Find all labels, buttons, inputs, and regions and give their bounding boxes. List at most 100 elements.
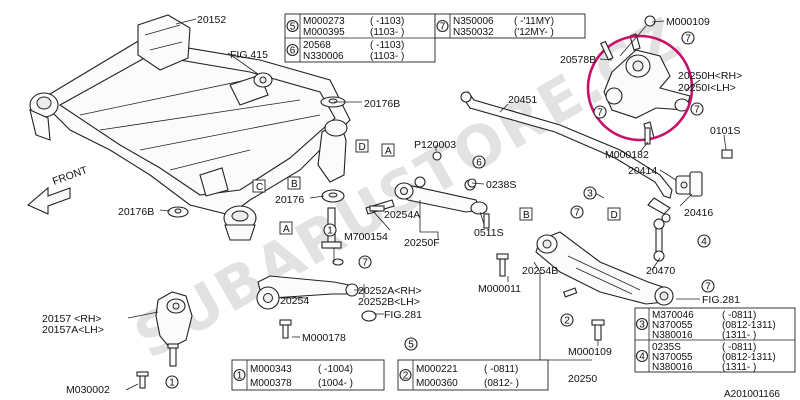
svg-text:M000395: M000395 (303, 27, 345, 38)
trailing-link-20252a (256, 275, 377, 322)
svg-text:(0812-1311): (0812-1311) (722, 320, 776, 331)
callout-1-bracket: 1 (165, 375, 179, 389)
label-m000182: M000182 (605, 149, 649, 161)
label-20252a: 20252A<RH> (358, 285, 422, 297)
svg-text:M370046: M370046 (652, 310, 694, 321)
label-20250f: 20250F (404, 237, 440, 249)
svg-text:M000343: M000343 (250, 364, 292, 375)
leader-lines (125, 18, 727, 391)
svg-text:A: A (385, 146, 392, 157)
label-m000178: M000178 (302, 332, 346, 344)
bolt-m030002 (136, 371, 149, 389)
svg-text:5: 5 (408, 340, 414, 351)
svg-text:N380016: N380016 (652, 362, 693, 373)
svg-text:A: A (283, 224, 290, 235)
svg-text:4: 4 (639, 352, 645, 363)
label-20250i: 20250I<LH> (678, 82, 736, 94)
svg-text:(1311- ): (1311- ) (722, 330, 756, 341)
callout-7-top-right: 7 (681, 31, 695, 45)
svg-text:( -0811): ( -0811) (484, 364, 518, 375)
label-0101s: 0101S (710, 125, 740, 137)
label-m700154: M700154 (344, 231, 388, 243)
label-20176b-left: 20176B (118, 206, 154, 218)
label-m030002: M030002 (66, 384, 110, 396)
callout-7-arm-left: 7 (593, 105, 607, 119)
svg-text:M000360: M000360 (416, 378, 458, 389)
label-20470: 20470 (646, 265, 675, 277)
bolt-m700154 (369, 205, 385, 212)
front-arrow: FRONT (26, 164, 90, 215)
nut-0511s (483, 213, 490, 229)
label-m000011: M000011 (478, 283, 521, 295)
ref-box-a-left: A (279, 221, 293, 235)
svg-text:M000378: M000378 (250, 378, 292, 389)
svg-text:2: 2 (564, 316, 570, 327)
svg-text:N380016: N380016 (652, 330, 693, 341)
svg-text:(1103- ): (1103- ) (370, 27, 404, 38)
svg-text:20568: 20568 (303, 40, 331, 51)
svg-text:6: 6 (290, 46, 296, 57)
svg-text:(0812-1311): (0812-1311) (722, 352, 776, 363)
svg-text:( -0811): ( -0811) (722, 342, 756, 353)
label-fig281-mid: FIG.281 (384, 309, 422, 321)
svg-text:M000221: M000221 (416, 364, 458, 375)
label-m000109-top: M000109 (666, 16, 710, 28)
callout-7-arm-right: 7 (690, 102, 704, 116)
svg-text:B: B (291, 179, 298, 190)
table-right: 3 4 M370046 ( -0811) N370055 (0812-1311)… (634, 307, 796, 373)
callout-2-lower-arm: 2 (560, 313, 574, 327)
label-20157a: 20157A<LH> (42, 324, 104, 336)
label-20250h: 20250H<RH> (678, 70, 742, 82)
label-20451: 20451 (508, 94, 537, 106)
label-20157: 20157 <RH> (42, 313, 102, 325)
bolt-bottom-left-arm (562, 287, 578, 298)
label-20254: 20254 (280, 295, 309, 307)
svg-text:(1311- ): (1311- ) (722, 362, 756, 373)
nut-0101s (721, 149, 733, 159)
label-20250: 20250 (568, 373, 597, 385)
label-0511s: 0511S (474, 227, 504, 239)
svg-text:7: 7 (574, 208, 580, 219)
svg-text:2: 2 (403, 371, 409, 382)
svg-text:(1103- ): (1103- ) (370, 51, 404, 62)
svg-text:('12MY- ): ('12MY- ) (514, 27, 554, 38)
svg-text:7: 7 (362, 258, 368, 269)
svg-text:7: 7 (694, 105, 700, 116)
svg-text:7: 7 (440, 22, 446, 33)
callout-7-subframe: 7 (358, 255, 372, 269)
bolt-m000109-bottom (591, 319, 605, 341)
svg-text:N330006: N330006 (303, 51, 344, 62)
bushing-20176b-left (167, 206, 189, 218)
front-label: FRONT (51, 164, 90, 188)
table-bottom-2: 2 M000221 ( -0811) M000360 (0812- ) (397, 359, 549, 391)
svg-text:(1004- ): (1004- ) (318, 378, 353, 389)
lower-arm-20250 (535, 231, 674, 306)
svg-text:( -0811): ( -0811) (722, 310, 756, 321)
svg-text:B: B (523, 210, 530, 221)
table-top: 5 6 M000273 ( -1103) M000395 (1103- ) 20… (284, 13, 586, 63)
label-p120003: P120003 (414, 139, 456, 151)
label-20152: 20152 (197, 14, 226, 26)
ref-box-a-mid: A (381, 143, 395, 157)
label-20416: 20416 (684, 207, 713, 219)
callout-1-subframe: 1 (323, 223, 337, 237)
svg-text:D: D (611, 210, 618, 221)
subframe-crossmember (29, 14, 351, 241)
svg-text:4: 4 (701, 237, 707, 248)
svg-text:1: 1 (327, 226, 333, 237)
bolt-m000182 (644, 127, 651, 145)
ref-box-d-right: D (607, 207, 621, 221)
nut-p120003 (432, 151, 442, 161)
label-0238s: 0238S (486, 179, 516, 191)
svg-text:N370055: N370055 (652, 352, 693, 363)
svg-text:( -1103): ( -1103) (370, 40, 404, 51)
table-bottom-1: 1 M000343 ( -1004) M000378 (1004- ) (231, 359, 385, 391)
callout-circles: 7 7 7 6 3 7 4 7 (165, 31, 715, 389)
label-fig281-right: FIG.281 (702, 294, 740, 306)
part-labels: 20152 FIG.415 20176B 20176 20176B P12000… (42, 14, 780, 400)
bolt-m000178 (279, 319, 292, 339)
svg-text:1: 1 (237, 371, 243, 382)
label-20254b: 20254B (522, 265, 558, 277)
svg-text:(0812- ): (0812- ) (484, 378, 519, 389)
